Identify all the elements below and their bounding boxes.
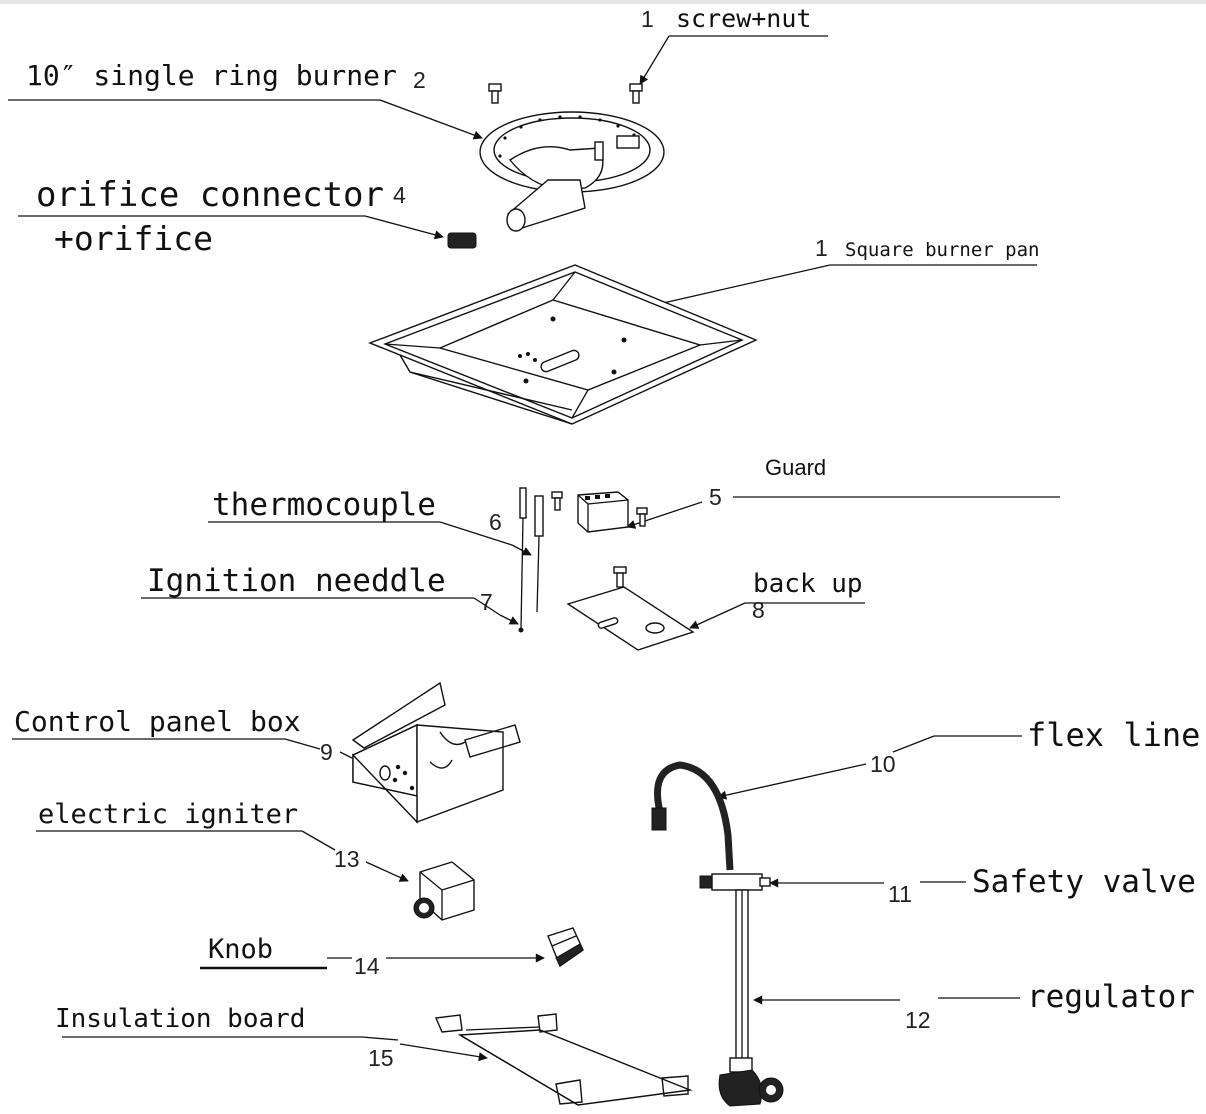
callout-number-6: 6: [489, 509, 502, 535]
ignition-needle-label: Ignition needdle: [147, 563, 446, 599]
callout-number-5: 5: [709, 484, 722, 510]
callout-number-7: 7: [480, 589, 493, 615]
callout-number-9: 9: [320, 739, 333, 765]
callout-15: Insulation board 15: [55, 1004, 488, 1071]
callout-number-13: 13: [334, 846, 360, 872]
callout-number-14: 14: [354, 953, 380, 979]
orifice-label-line1: orifice connector: [36, 175, 384, 215]
orifice-label-line2: +orifice: [54, 219, 213, 258]
thermocouple-part: [518, 487, 544, 633]
callout-9: Control panel box 9: [12, 705, 353, 765]
callout-number-3: 1: [641, 6, 654, 32]
callout-1: 1 Square burner pan: [614, 235, 1039, 317]
guard-label: Guard: [765, 455, 826, 480]
guard-part: [551, 491, 648, 533]
callout-3: 1 screw+nut: [639, 4, 828, 85]
callout-8: back up 8: [689, 569, 865, 629]
thermocouple-label: thermocouple: [212, 487, 436, 523]
burner-pan-label: Square burner pan: [845, 239, 1039, 261]
callout-10: flex line 10: [717, 716, 1200, 800]
callout-7: Ignition needdle 7: [141, 563, 519, 625]
callout-number-1: 1: [815, 235, 828, 261]
control-panel-box-part: [351, 681, 521, 824]
ring-burner-label: 10″ single ring burner: [26, 59, 397, 92]
callout-11: Safety valve 11: [769, 864, 1196, 907]
flex-line-part: [651, 761, 734, 871]
knob-part: [547, 927, 584, 968]
callout-6: thermocouple 6: [208, 487, 532, 556]
callout-number-12: 12: [905, 1007, 931, 1033]
insulation-board-part: [434, 1013, 693, 1106]
callout-2: 10″ single ring burner 2: [8, 59, 483, 140]
callout-number-8: 8: [752, 597, 765, 623]
callout-number-15: 15: [368, 1045, 394, 1071]
callout-13: electric igniter 13: [36, 799, 409, 882]
regulator-part: [718, 889, 784, 1107]
burner-pan-part: [368, 264, 758, 425]
screw-part: [488, 83, 643, 104]
flex-line-label: flex line: [1027, 716, 1200, 754]
callout-number-10: 10: [870, 751, 896, 777]
ring-burner-part: [479, 111, 665, 232]
callout-12: regulator 12: [753, 979, 1195, 1033]
top-border: [0, 0, 1206, 4]
safety-valve-label: Safety valve: [972, 864, 1196, 900]
callout-14: Knob 14: [200, 934, 545, 979]
callout-number-4: 4: [393, 182, 406, 208]
screw-nut-label: screw+nut: [676, 4, 811, 33]
knob-label: Knob: [208, 934, 273, 965]
insulation-label: Insulation board: [55, 1004, 305, 1034]
backup-label: back up: [753, 569, 863, 599]
callout-number-11: 11: [888, 881, 912, 907]
callout-5: Guard 5: [626, 455, 1060, 529]
backup-plate-part: [566, 566, 695, 651]
orifice-part: [447, 232, 477, 249]
regulator-label: regulator: [1027, 979, 1195, 1015]
electric-igniter-part: [413, 861, 475, 921]
safety-valve-part: [699, 873, 771, 891]
igniter-label: electric igniter: [38, 799, 298, 830]
callout-4: orifice connector 4 +orifice: [18, 175, 444, 258]
control-panel-label: Control panel box: [14, 705, 301, 738]
callout-number-2: 2: [413, 67, 426, 93]
